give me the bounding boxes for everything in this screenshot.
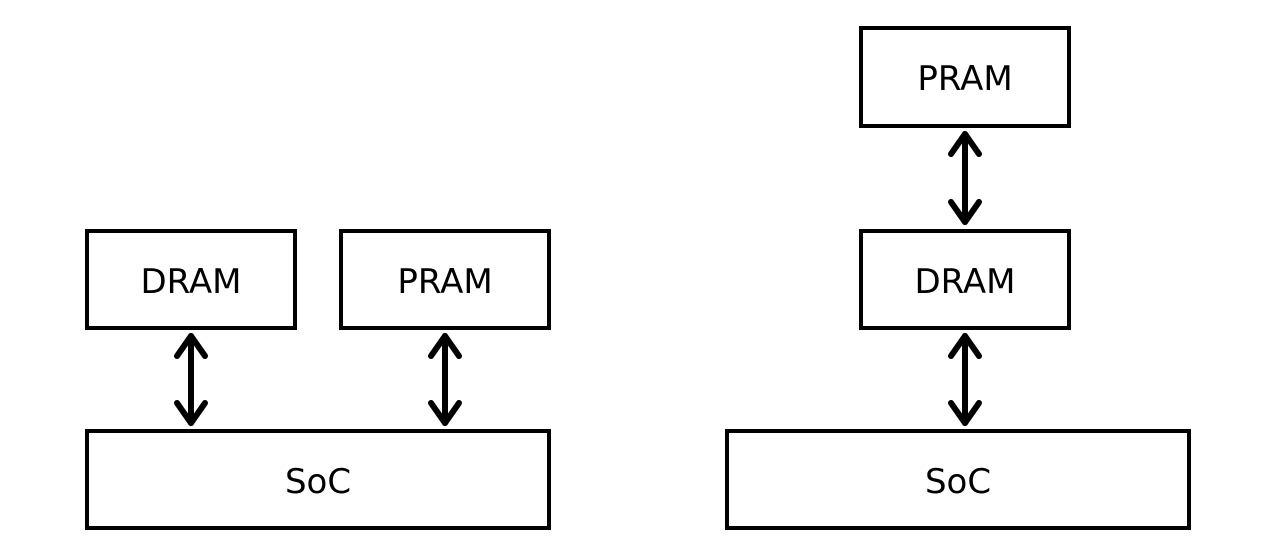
left-pram-soc-arrow [428, 333, 462, 426]
right-dram-box: DRAM [859, 229, 1071, 330]
left-pram-box: PRAM [339, 229, 551, 330]
left-soc-box: SoC [85, 429, 551, 530]
left-architecture: DRAM PRAM SoC [85, 229, 551, 530]
right-pram-label: PRAM [917, 59, 1012, 99]
right-architecture: PRAM DRAM SoC [725, 26, 1191, 530]
right-soc-label: SoC [925, 462, 991, 502]
left-dram-soc-arrow [174, 333, 208, 426]
left-dram-box: DRAM [85, 229, 297, 330]
right-dram-soc-arrow [948, 333, 982, 426]
left-dram-label: DRAM [140, 262, 241, 302]
right-pram-box: PRAM [859, 26, 1071, 128]
right-dram-label: DRAM [914, 262, 1015, 302]
left-pram-label: PRAM [397, 262, 492, 302]
right-pram-dram-arrow [948, 131, 982, 225]
right-soc-box: SoC [725, 429, 1191, 530]
left-soc-label: SoC [285, 462, 351, 502]
